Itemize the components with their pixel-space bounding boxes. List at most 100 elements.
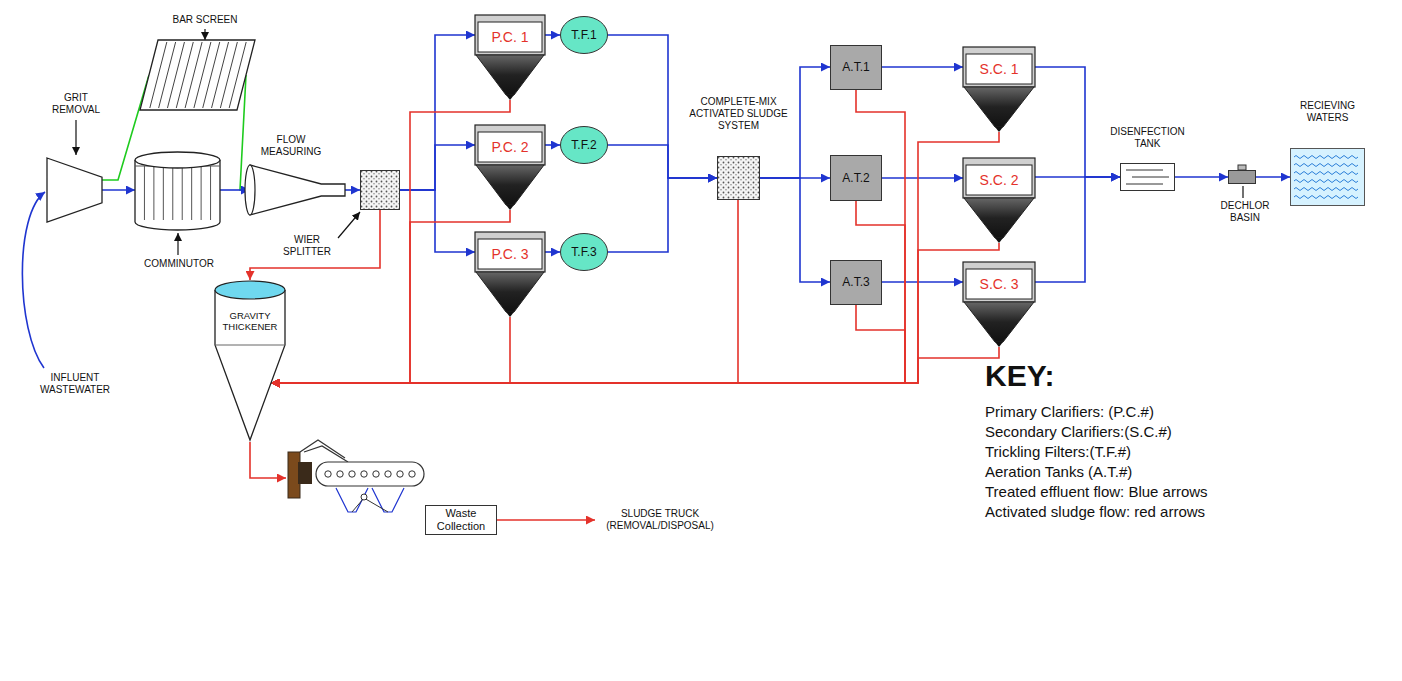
illustration-part <box>964 198 1034 238</box>
illustration-part <box>182 166 183 220</box>
illustration-part <box>426 506 497 535</box>
illustration-part <box>220 42 237 108</box>
illustration-part <box>1229 171 1256 184</box>
node-label: T.F.1 <box>560 16 608 54</box>
illustration-part <box>831 156 882 201</box>
flow-connector <box>882 281 963 283</box>
node-label: S.C. 2 <box>966 165 1032 195</box>
illustration-part <box>1294 164 1358 167</box>
illustration-part <box>995 238 1003 243</box>
flow-connector <box>882 177 963 179</box>
node-label: P.C. 3 <box>478 239 542 269</box>
part-label: DISENFECTION TANK <box>1100 126 1195 150</box>
legend-text: Secondary Clarifiers:(S.C.#) <box>985 423 1172 441</box>
illustration-part <box>475 125 545 165</box>
illustration-part <box>144 166 145 220</box>
disinfection-tank-outline <box>1120 163 1175 191</box>
illustration-part <box>185 42 202 108</box>
legend-row: Secondary Clarifiers:(S.C.#) <box>985 422 1385 442</box>
secondary-clarifier-outline <box>963 47 1035 132</box>
part-label: RECIEVING WATERS <box>1290 100 1365 124</box>
illustration-part <box>215 345 285 346</box>
mix-box-outline <box>717 156 760 200</box>
illustration-part <box>476 165 544 205</box>
illustration-part <box>316 462 424 486</box>
node-label: A.T.3 <box>830 260 882 305</box>
primary-clarifier-outline <box>475 15 545 100</box>
flow-connector <box>271 347 999 383</box>
illustration-part <box>561 127 608 164</box>
illustration-part <box>201 166 202 220</box>
grit-chamber: GRIT REMOVAL <box>47 158 102 222</box>
illustration-part <box>964 302 1034 342</box>
node-label: P.C. 2 <box>478 132 542 162</box>
legend-text: Primary Clarifiers: (P.C.#) <box>985 403 1154 421</box>
illustration-part <box>349 471 355 477</box>
illustration-part <box>191 166 192 220</box>
secondary-clarifier-outline <box>963 262 1035 347</box>
node-label: GRAVITY THICKENER <box>218 304 282 338</box>
belt-press <box>288 440 424 512</box>
flow-connector <box>1035 177 1120 282</box>
mix-box: COMPLETE-MIX ACTIVATED SLUDGE SYSTEM <box>717 156 760 200</box>
flow-label: INFLUENT WASTEWATER <box>30 372 120 396</box>
illustration-part <box>1126 170 1163 171</box>
illustration-part <box>352 498 388 512</box>
sludge-truck-note: SLUDGE TRUCK (REMOVAL/DISPOSAL) <box>595 503 725 537</box>
part-label: DECHLOR BASIN <box>1214 200 1276 224</box>
dechlor-basin-outline <box>1228 170 1256 184</box>
illustration-part <box>47 158 102 222</box>
node-label: S.C. 3 <box>966 269 1032 299</box>
aeration-tank: A.T.1 <box>830 45 882 90</box>
node-label: Waste Collection <box>425 505 497 535</box>
legend-row: Trickling Filters:(T.F.#) <box>985 442 1385 462</box>
comminutor-drum-outline <box>135 152 220 230</box>
flow-connector <box>545 144 560 146</box>
legend-text: Treated effluent flow: Blue arrows <box>985 483 1208 501</box>
grit-chamber-outline <box>47 158 102 222</box>
illustration-part <box>963 262 1035 302</box>
legend-text: Activated sludge flow: red arrows <box>985 503 1205 521</box>
illustration-part <box>1238 165 1246 170</box>
bar-screen: BAR SCREEN <box>140 40 255 110</box>
waste-collection-box: Waste Collection <box>425 505 497 535</box>
flow-connector <box>345 189 360 191</box>
part-label: BAR SCREEN <box>160 14 250 26</box>
trickling-filter: T.F.1 <box>560 16 608 54</box>
illustration-part <box>336 488 368 512</box>
illustration-part <box>163 166 164 220</box>
part-label: COMPLETE-MIX ACTIVATED SLUDGE SYSTEM <box>681 96 796 132</box>
flow-connector <box>608 178 717 252</box>
gravity-thickener-outline <box>215 280 285 440</box>
flow-connector <box>400 145 475 190</box>
part-label: GRIT REMOVAL <box>45 92 107 116</box>
flow-connector <box>271 200 738 383</box>
disinfection-tank: DISENFECTION TANK <box>1120 163 1175 191</box>
illustration-part <box>966 165 1032 195</box>
illustration-part <box>995 127 1003 132</box>
illustration-part <box>561 17 608 54</box>
illustration-part <box>215 290 285 440</box>
illustration-part <box>963 47 1035 87</box>
legend-row: Primary Clarifiers: (P.C.#) <box>985 402 1385 422</box>
illustration-part <box>475 15 545 55</box>
legend-row: Treated effluent flow: Blue arrows <box>985 482 1385 502</box>
flow-connector <box>545 251 560 253</box>
flow-flume: FLOW MEASURING <box>250 165 345 215</box>
illustration-part <box>506 312 514 317</box>
node-label: T.F.2 <box>560 126 608 164</box>
illustration-part <box>159 42 176 108</box>
illustration-part <box>304 446 348 462</box>
aeration-tank: A.T.3 <box>830 260 882 305</box>
illustration-part <box>1132 177 1169 178</box>
flow-connector <box>271 317 510 383</box>
illustration-part <box>966 54 1032 84</box>
illustration-part <box>831 46 882 90</box>
illustration-part <box>361 494 367 500</box>
node-label: SLUDGE TRUCK (REMOVAL/DISPOSAL) <box>595 503 725 537</box>
illustration-part <box>995 342 1003 347</box>
primary-clarifier: P.C. 1 <box>475 15 545 100</box>
illustration-part <box>397 471 403 477</box>
illustration-part <box>385 471 391 477</box>
